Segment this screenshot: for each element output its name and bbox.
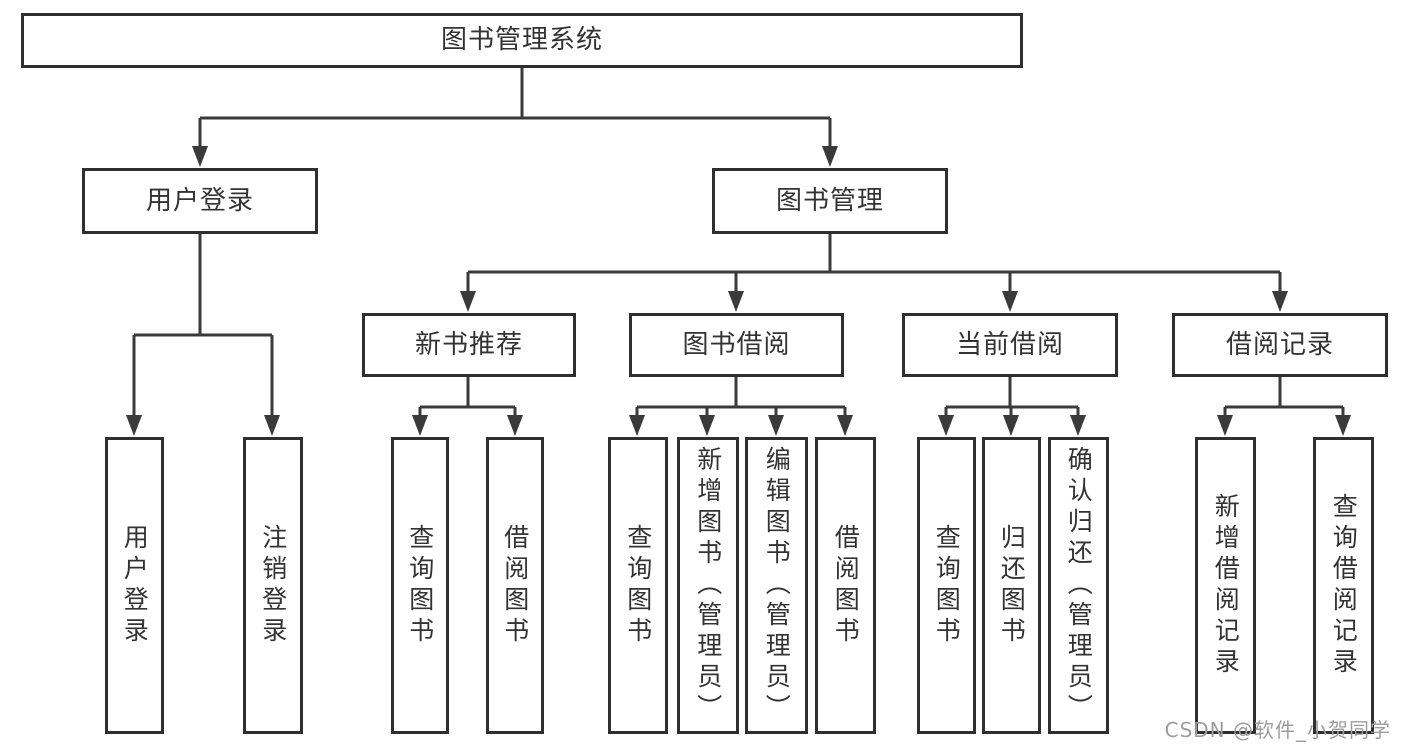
arrowheads: [126, 146, 1351, 436]
leaf-query-borrow-record: 查询借阅记录: [1313, 437, 1374, 734]
leaf-logout: 注销登录: [243, 437, 303, 734]
leaf-borrow-books-2: 借阅图书: [815, 437, 876, 734]
leaf-query-books-3: 查询图书: [917, 437, 976, 734]
leaf-query-books-1: 查询图书: [391, 437, 449, 734]
csdn-watermark: CSDN @软件_小贺同学: [1164, 718, 1391, 742]
leaf-user-login: 用户登录: [105, 437, 164, 734]
node-current-borrow: 当前借阅: [902, 313, 1118, 377]
node-new-book-recommend: 新书推荐: [362, 313, 576, 377]
leaf-add-borrow-record: 新增借阅记录: [1195, 437, 1256, 734]
leaf-return-books: 归还图书: [982, 437, 1041, 734]
leaf-edit-books-admin: 编辑图书（管理员）: [745, 437, 808, 734]
node-borrow-records: 借阅记录: [1172, 313, 1388, 377]
leaf-confirm-return-admin: 确认归还（管理员）: [1048, 437, 1109, 734]
leaf-add-books-admin: 新增图书（管理员）: [677, 437, 739, 734]
node-library-management-system: 图书管理系统: [21, 13, 1023, 68]
node-book-borrow: 图书借阅: [629, 313, 844, 377]
node-book-management: 图书管理: [712, 168, 948, 234]
leaf-borrow-books-1: 借阅图书: [486, 437, 544, 734]
node-user-login: 用户登录: [82, 168, 318, 234]
leaf-query-books-2: 查询图书: [608, 437, 668, 734]
